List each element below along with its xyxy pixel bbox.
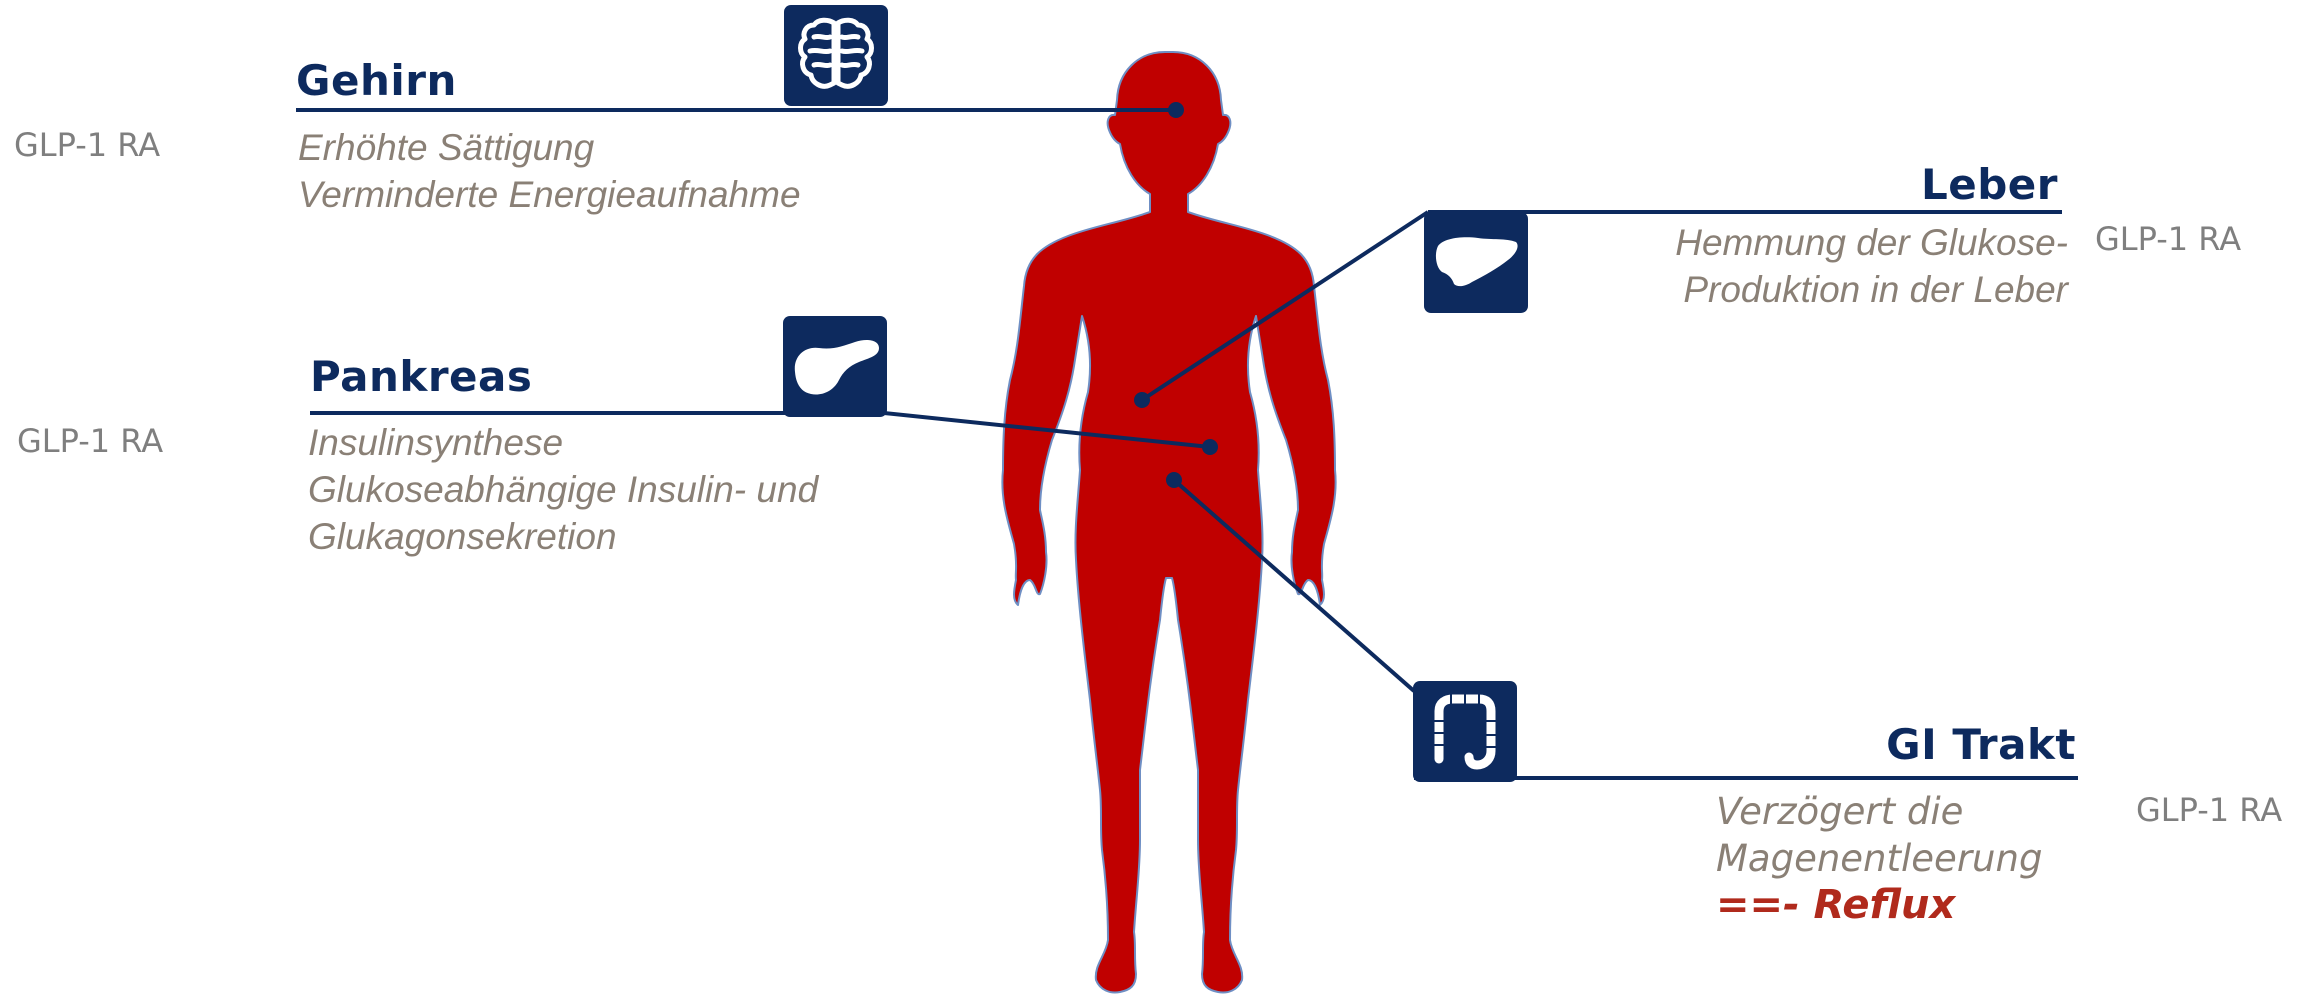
liver-title: Leber — [1921, 160, 2058, 209]
brain-description-line-2: Verminderte Energieaufnahme — [298, 171, 801, 218]
gi-drug-label: GLP-1 RA — [2136, 791, 2282, 829]
liver-description: Hemmung der Glukose- Produktion in der L… — [1675, 219, 2068, 313]
pancreas-drug-label: GLP-1 RA — [17, 422, 163, 460]
intestine-icon — [1413, 681, 1517, 782]
brain-icon — [784, 5, 888, 106]
gi-title: GI Trakt — [1886, 720, 2076, 769]
gi-dot — [1166, 472, 1182, 488]
gi-reflux-note: ==- Reflux — [1716, 882, 1955, 928]
liver-icon — [1424, 212, 1528, 313]
human-body-figure — [1002, 52, 1335, 993]
intestine-icon-box — [1413, 681, 1517, 782]
pancreas-title: Pankreas — [310, 352, 532, 401]
gi-description-line-2: Magenentleerung — [1716, 835, 2042, 882]
brain-dot — [1168, 102, 1184, 118]
gi-description-line-1: Verzögert die — [1716, 788, 2042, 835]
liver-description-line-2: Produktion in der Leber — [1675, 266, 2068, 313]
pancreas-description-line-1: Insulinsynthese — [308, 419, 818, 466]
pancreas-description-line-2: Glukoseabhängige Insulin- und — [308, 466, 818, 513]
pancreas-description: Insulinsynthese Glukoseabhängige Insulin… — [308, 419, 818, 560]
pancreas-description-line-3: Glukagonsekretion — [308, 513, 818, 560]
brain-drug-label: GLP-1 RA — [14, 126, 160, 164]
brain-description: Erhöhte Sättigung Verminderte Energieauf… — [298, 124, 801, 218]
brain-description-line-1: Erhöhte Sättigung — [298, 124, 801, 171]
brain-icon-box — [784, 5, 888, 106]
pancreas-icon-box — [783, 316, 887, 417]
pancreas-icon — [783, 316, 887, 417]
liver-icon-box — [1424, 212, 1528, 313]
gi-description: Verzögert die Magenentleerung — [1716, 788, 2042, 882]
liver-dot — [1134, 392, 1150, 408]
liver-description-line-1: Hemmung der Glukose- — [1675, 219, 2068, 266]
brain-title: Gehirn — [296, 56, 457, 105]
pancreas-dot — [1202, 439, 1218, 455]
liver-drug-label: GLP-1 RA — [2095, 220, 2241, 258]
